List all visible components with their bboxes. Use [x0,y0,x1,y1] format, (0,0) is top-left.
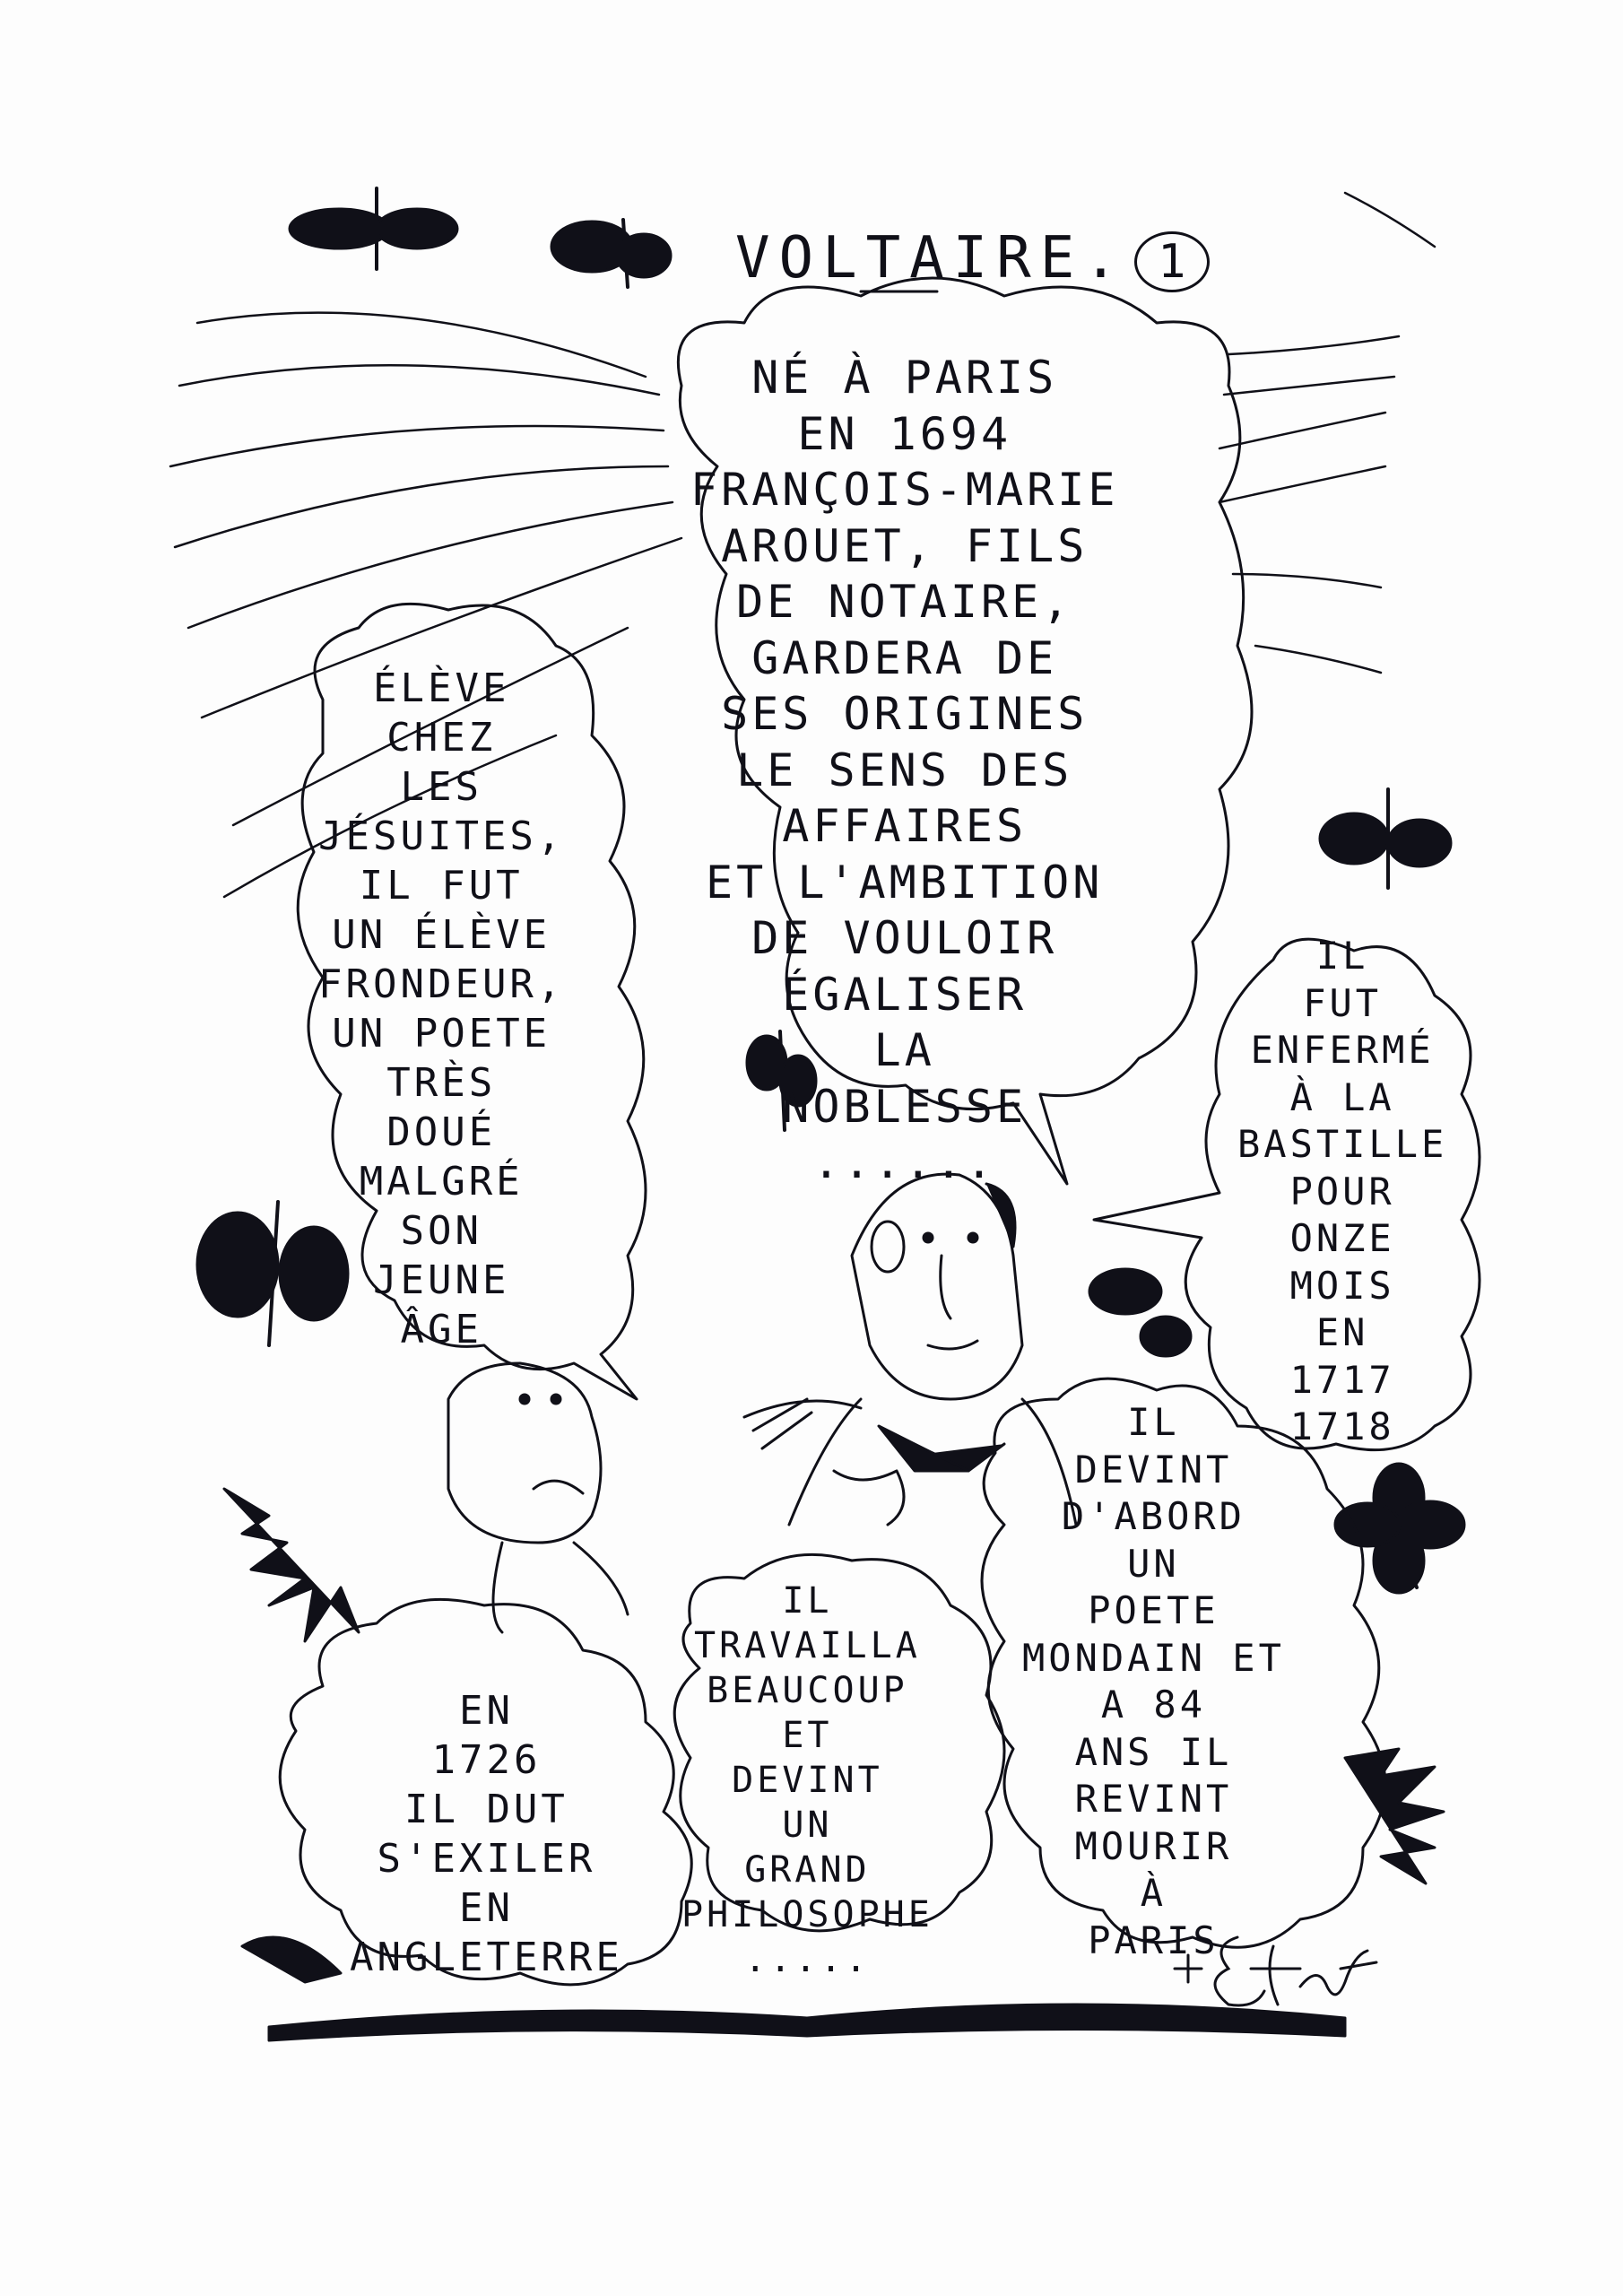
bubble-line: GARDERA DE [751,631,1058,684]
bubble-line: UN ÉLÈVE [332,912,551,958]
bubble-line: PHILOSOPHE [681,1894,933,1935]
bubble-line: FUT [1303,980,1383,1025]
bubble-line: CHEZ [386,715,497,761]
bubble-line: LES [400,764,482,810]
bubble-line: TRÈS [386,1060,497,1106]
bubble-line: MOURIR [1074,1823,1233,1868]
bubble-line: ...... [812,1136,997,1188]
bubble-line: ENFERMÉ [1250,1028,1435,1072]
bubble-line: UN [782,1805,833,1846]
radiating-lines [1218,191,1436,674]
bubble-text-bastille: IL FUT ENFERMÉ À LA BASTILLE POUR ONZE M… [1237,933,1447,1451]
bubble-line: IL [1315,934,1369,978]
bubble-line: POETE [1088,1588,1219,1632]
bubble-line: TRAVAILLA [694,1625,921,1666]
clover-icon [1333,1462,1466,1595]
butterfly-icon [195,1200,350,1347]
bubble-line: REVINT [1074,1777,1233,1821]
speech-bubble-exil [278,1597,693,1987]
bubble-line: SES ORIGINES [721,688,1089,740]
bubble-line: FRANÇOIS-MARIE [690,464,1119,516]
bubble-line: DEVINT [732,1760,883,1801]
bubble-text-birth: NÉ À PARIS EN 1694 FRANÇOIS-MARIE AROUET… [690,350,1118,1191]
bubble-line: À LA [1289,1074,1395,1119]
bush-left [222,1487,360,1984]
bubble-line: SON [400,1208,482,1254]
bubble-line: BEAUCOUP [707,1670,908,1711]
bubble-line: ÉLÈVE [372,665,510,711]
bubble-line: ..... [744,1939,871,1980]
voltaire-figure [742,1172,1078,1526]
bubble-line: NÉ À PARIS [751,352,1058,404]
bubble-line: IL FUT [359,863,524,909]
bubble-line: DEVINT [1074,1447,1233,1492]
bubble-line: EN [458,1885,514,1931]
bubble-line: À [1140,1871,1167,1915]
bubble-text-travailla: IL TRAVAILLA BEAUCOUP ET DEVINT UN GRAND… [681,1578,933,1982]
bubble-line: POUR [1289,1169,1395,1213]
bubble-line: A 84 [1100,1683,1207,1726]
bubble-line: JEUNE [372,1257,510,1303]
bubble-line: IL [782,1580,833,1622]
bubble-line: DE NOTAIRE, [736,576,1073,628]
bubble-text-devint: IL DEVINT D'ABORD UN POETE MONDAIN ET A … [1022,1399,1285,1964]
bubble-text-jesuits: ÉLÈVE CHEZ LES JÉSUITES, IL FUT UN ÉLÈVE… [318,664,564,1354]
bubble-line: IL DUT [404,1787,568,1832]
boy-figure [447,1361,629,1634]
title-number: 1 [1133,231,1210,292]
bubble-line: MALGRÉ [359,1159,524,1205]
butterfly-icon [745,1030,818,1132]
butterfly-icon [1088,1267,1193,1358]
bubble-line: DE VOULOIR [751,912,1058,964]
bush-right [1343,1747,1445,1885]
bubble-line: EN [1315,1310,1369,1354]
speech-bubble-birth [676,276,1254,1186]
bubble-line: UN [1127,1541,1180,1586]
butterfly-icon [288,187,459,271]
bubble-line: ANS IL [1074,1729,1233,1774]
bubble-line: FRONDEUR, [318,961,565,1007]
bubble-line: S'EXILER [377,1836,596,1882]
speech-bubble-bastille [1092,937,1481,1452]
bubble-line: DOUÉ [386,1109,497,1155]
bubble-line: D'ABORD [1061,1494,1245,1538]
radiating-lines [169,311,683,899]
bubble-line: LE SENS DES [736,744,1073,796]
artist-signature [1173,1935,1378,2007]
bubble-line: 1726 [431,1737,542,1783]
bubble-line: ANGLETERRE [350,1935,623,1980]
butterfly-icon [550,218,673,289]
butterfly-icon [1318,787,1453,890]
bubble-line: ONZE [1289,1216,1395,1260]
speech-bubble-devint [980,1377,1387,1949]
bubble-line: ÂGE [400,1307,482,1352]
bubble-line: IL [1127,1400,1180,1444]
bubble-line: BASTILLE [1237,1122,1448,1166]
bubble-line: PARIS [1088,1918,1219,1962]
bubble-line: LA [873,1024,935,1076]
bubble-line: MOIS [1289,1263,1395,1308]
bubble-line: 1718 [1289,1405,1395,1448]
bubble-line: GRAND [744,1849,871,1891]
speech-bubble-jesuits [296,602,647,1401]
bubble-line: MONDAIN ET [1022,1635,1285,1680]
title-text: VOLTAIRE. [735,225,1127,291]
bubble-text-exil: EN 1726 IL DUT S'EXILER EN ANGLETERRE [350,1686,623,1982]
speech-bubble-travailla [673,1552,1006,1933]
page-title: VOLTAIRE.1 [735,222,1210,294]
bubble-line: JÉSUITES, [318,813,565,859]
bubble-line: ÉGALISER [782,968,1028,1021]
bubble-line: AFFAIRES [782,800,1028,852]
bubble-line: NOBLESSE [782,1080,1028,1133]
bubble-line: EN 1694 [797,407,1012,460]
bubble-line: 1717 [1289,1357,1395,1402]
bubble-line: ET [782,1715,833,1756]
ground [267,2003,1347,2042]
bubble-line: EN [458,1688,514,1734]
bubble-line: UN POETE [332,1011,551,1057]
bubble-line: ET L'AMBITION [706,856,1104,909]
bubble-line: AROUET, FILS [721,519,1089,572]
